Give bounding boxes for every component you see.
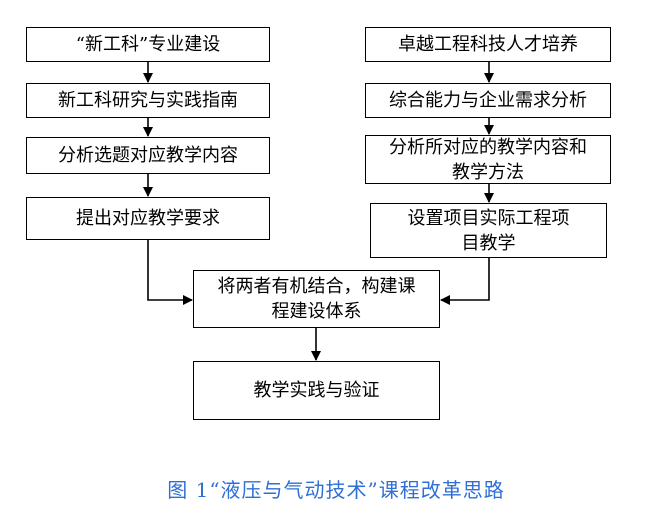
left-box-4: 提出对应教学要求: [26, 197, 270, 240]
left-box-2: 新工科研究与实践指南: [26, 83, 270, 118]
right-box-4: 设置项目实际工程项目教学: [370, 203, 607, 258]
left-box-3: 分析选题对应教学内容: [26, 137, 270, 174]
right-box-3: 分析所对应的教学内容和教学方法: [365, 135, 611, 184]
arrow-left-merge: [147, 240, 193, 305]
final-box: 教学实践与验证: [193, 361, 440, 420]
arrow-right-merge: [440, 258, 490, 305]
left-box-1: “新工科”专业建设: [26, 27, 270, 62]
merge-box: 将两者有机结合，构建课程建设体系: [193, 270, 440, 328]
right-box-1: 卓越工程科技人才培养: [365, 27, 611, 62]
figure-caption: 图 1“液压与气动技术”课程改革思路: [167, 478, 505, 502]
right-box-2: 综合能力与企业需求分析: [365, 83, 611, 118]
